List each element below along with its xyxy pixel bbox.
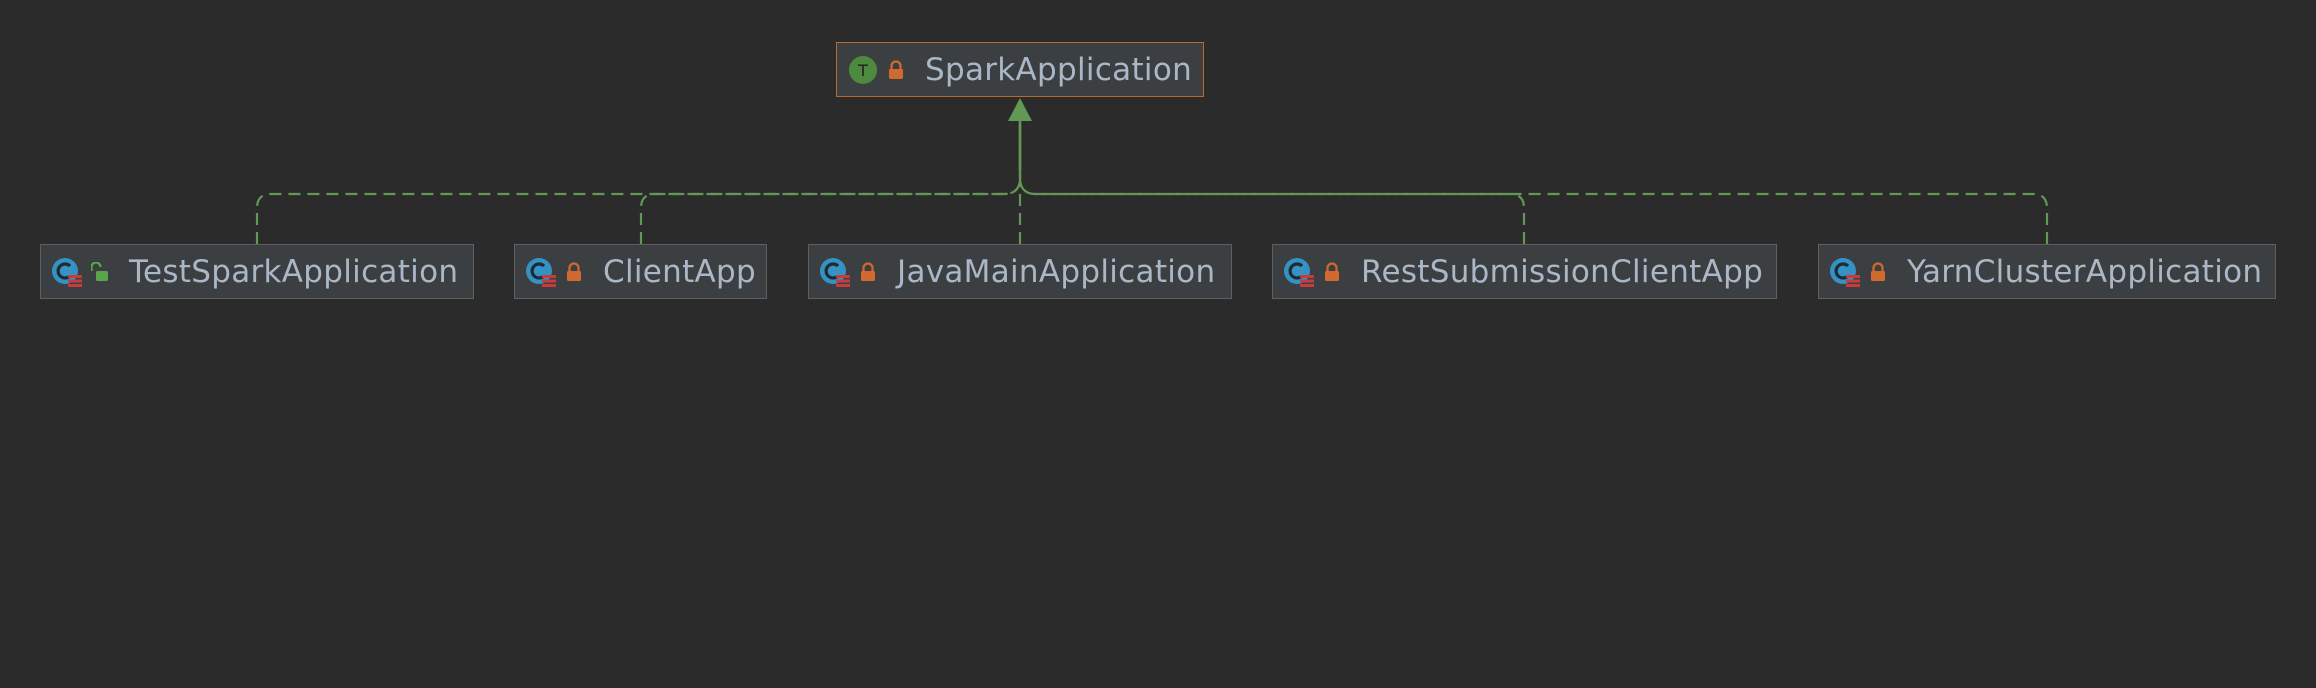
node-client-app[interactable]: ClientApp xyxy=(514,244,767,299)
class-icon xyxy=(820,257,850,287)
node-label: TestSparkApplication xyxy=(129,253,459,290)
trait-icon: T xyxy=(849,55,877,84)
edge-rest-implements xyxy=(1018,110,1526,244)
node-label: RestSubmissionClientApp xyxy=(1361,253,1764,290)
edge-client-implements xyxy=(639,110,1022,244)
edges-layer xyxy=(255,98,2049,244)
unlock-icon xyxy=(91,261,108,281)
node-label: SparkApplication xyxy=(925,51,1193,88)
edge-yarn-implements xyxy=(1018,110,2049,244)
edge-test-implements xyxy=(255,110,1022,244)
class-icon xyxy=(526,257,556,287)
lock-icon xyxy=(1871,261,1885,281)
node-yarn-cluster-application[interactable]: YarnClusterApplication xyxy=(1818,244,2276,299)
node-java-main-application[interactable]: JavaMainApplication xyxy=(808,244,1232,299)
node-rest-submission-client-app[interactable]: RestSubmissionClientApp xyxy=(1272,244,1777,299)
node-label: JavaMainApplication xyxy=(897,253,1216,290)
lock-icon xyxy=(1325,261,1339,281)
class-icon xyxy=(1284,257,1314,287)
class-icon xyxy=(1830,257,1860,287)
node-test-spark-application[interactable]: TestSparkApplication xyxy=(40,244,474,299)
class-icon xyxy=(52,257,82,287)
lock-icon xyxy=(889,59,903,79)
node-label: YarnClusterApplication xyxy=(1907,253,2263,290)
trait-icon-letter: T xyxy=(857,61,868,80)
arrowhead-icon xyxy=(1008,98,1032,121)
lock-icon xyxy=(567,261,581,281)
lock-icon xyxy=(861,261,875,281)
node-spark-application[interactable]: T SparkApplication xyxy=(836,42,1204,97)
node-label: ClientApp xyxy=(603,253,757,290)
